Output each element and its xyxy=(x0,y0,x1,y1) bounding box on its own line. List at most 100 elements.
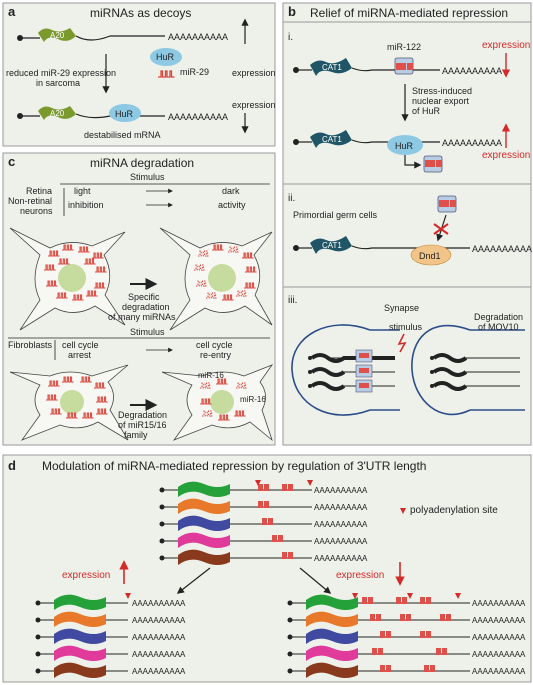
panel-b-letter: b xyxy=(288,4,296,19)
note-line1: reduced miR-29 expression xyxy=(6,68,116,78)
coding-region xyxy=(306,662,358,678)
retina-label: Retina xyxy=(26,186,52,196)
mirna-glyph xyxy=(62,244,74,251)
polya-site-legend: polyadenylation site xyxy=(410,505,498,516)
mirna-glyph xyxy=(236,382,248,389)
mir122-glyph-b2 xyxy=(425,160,442,167)
deg-mir15-line1: Degradation xyxy=(118,410,167,420)
cat1-label-b3: CAT1 xyxy=(322,241,342,250)
dark-label: dark xyxy=(222,186,240,196)
mirna-glyph xyxy=(200,382,212,389)
hur-oval-a-bound xyxy=(109,104,141,122)
lightning-icon xyxy=(397,333,407,353)
mir16-label-b: miR-16 xyxy=(240,395,266,404)
synapse-right xyxy=(411,324,471,416)
mrna-row: AAAAAAAAAA xyxy=(35,628,186,644)
panel-a: a miRNAs as decoys A20 AAAAAAAAAA HuR mi… xyxy=(2,2,276,147)
mirna-glyph xyxy=(218,414,230,421)
polya-site-marker xyxy=(125,593,131,599)
split-arrow-left xyxy=(176,567,211,594)
mrna-row: AAAAAAAAAA xyxy=(287,611,526,627)
coding-region xyxy=(178,549,230,565)
mirna-glyph xyxy=(196,280,208,287)
expression-label-a1: expression xyxy=(232,68,276,78)
mirna-glyph xyxy=(94,382,106,389)
mirna-glyph xyxy=(242,252,254,259)
mrna-row: AAAAAAAAAA xyxy=(159,532,368,548)
nonretinal-line2: neurons xyxy=(20,206,53,216)
polya-site-marker xyxy=(352,593,358,599)
mirna-glyph xyxy=(92,252,104,259)
coding-region xyxy=(54,628,106,644)
light-label: light xyxy=(74,186,91,196)
spec-line3: of many miRNAs xyxy=(108,312,176,322)
panel-d: d Modulation of miRNA-mediated repressio… xyxy=(2,454,532,683)
mirna-glyph xyxy=(96,408,108,415)
mirna-glyph xyxy=(48,250,60,257)
mirna-glyph xyxy=(48,380,60,387)
polya-tail: AAAAAAAAAA xyxy=(472,650,526,659)
polya-tail: AAAAAAAAAA xyxy=(472,616,526,625)
synapse-mrnas-right xyxy=(430,353,520,391)
mrna-row: AAAAAAAAAA xyxy=(35,645,186,661)
polya-tail: AAAAAAAAAA xyxy=(132,599,186,608)
polya-top: AAAAAAAAAA xyxy=(168,32,228,42)
a20-gene-shape-bottom xyxy=(38,106,76,120)
split-arrow-right xyxy=(299,567,332,594)
expression-label-b1: expression xyxy=(482,40,530,51)
polya-tail: AAAAAAAAAA xyxy=(472,599,526,608)
stress-line1: Stress-induced xyxy=(412,86,472,96)
synapse-label: Synapse xyxy=(384,303,419,313)
mirna-cluster-left xyxy=(44,244,107,301)
a20-label-bottom: A20 xyxy=(50,109,65,118)
nonretinal-line1: Non-retinal xyxy=(8,196,52,206)
mirna-glyph xyxy=(94,282,106,289)
coding-region xyxy=(54,662,106,678)
arrest-line1: cell cycle xyxy=(62,340,99,350)
cat1-mrna-b2: CAT1 AAAAAAAAAA xyxy=(293,130,502,148)
spec-line2: degradation xyxy=(122,302,170,312)
mirna-cluster-fib-right xyxy=(200,378,248,421)
panel-c: c miRNA degradation Stimulus Retina Non-… xyxy=(2,152,276,446)
mirna-cluster-right xyxy=(194,244,257,301)
mirna-glyph xyxy=(78,246,90,253)
synapse-right-neck xyxy=(470,329,525,411)
a20-gene-shape-top xyxy=(38,28,76,42)
polya-tail: AAAAAAAAAA xyxy=(314,554,368,563)
deg-mir15-line2: of miR15/16 xyxy=(118,420,167,430)
mir16-label-a: miR-16 xyxy=(198,371,224,380)
coding-region xyxy=(54,594,106,610)
mirna-glyph xyxy=(62,376,74,383)
polya-site-marker xyxy=(307,480,313,486)
polya-tail: AAAAAAAAAA xyxy=(132,667,186,676)
mrna-row: AAAAAAAAAA xyxy=(35,611,186,627)
dnd1-oval xyxy=(410,244,452,266)
cat1-mrna-b1: CAT1 AAAAAAAAAA xyxy=(293,58,502,76)
sub-i: i. xyxy=(288,32,293,43)
polya-bottom: AAAAAAAAAA xyxy=(168,112,228,122)
deg-mir15-line3: family xyxy=(124,430,148,440)
mrna-stack-short: AAAAAAAAAAAAAAAAAAAAAAAAAAAAAAAAAAAAAAAA… xyxy=(35,593,186,678)
polya-tail: AAAAAAAAAA xyxy=(314,503,368,512)
a20-label-top: A20 xyxy=(50,31,65,40)
pgc-label: Primordial germ cells xyxy=(293,210,378,220)
mirna-glyph xyxy=(72,294,84,301)
deg-mov10-line2: of MOV10 xyxy=(478,322,519,332)
mirna-glyph xyxy=(50,408,62,415)
polya-tail: AAAAAAAAAA xyxy=(314,486,368,495)
coding-region xyxy=(306,594,358,610)
expression-label-a2: expression xyxy=(232,100,276,110)
coding-region xyxy=(54,611,106,627)
mirna-glyph xyxy=(212,244,224,251)
inhibition-label: inhibition xyxy=(68,200,104,210)
mirna-glyph xyxy=(58,258,70,265)
cat1-mrna-b3: CAT1 AAAAAAAAAA xyxy=(293,236,532,254)
expression-label-d-right: expression xyxy=(336,570,384,581)
panel-d-title: Modulation of miRNA-mediated repression … xyxy=(42,459,426,473)
cat1-label-b2: CAT1 xyxy=(322,135,342,144)
expression-label-b2: expression xyxy=(482,150,530,161)
coding-region xyxy=(178,498,230,514)
block-x-icon xyxy=(433,223,449,235)
mir29-label: miR-29 xyxy=(180,67,209,77)
fibroblasts-label: Fibroblasts xyxy=(8,340,53,350)
